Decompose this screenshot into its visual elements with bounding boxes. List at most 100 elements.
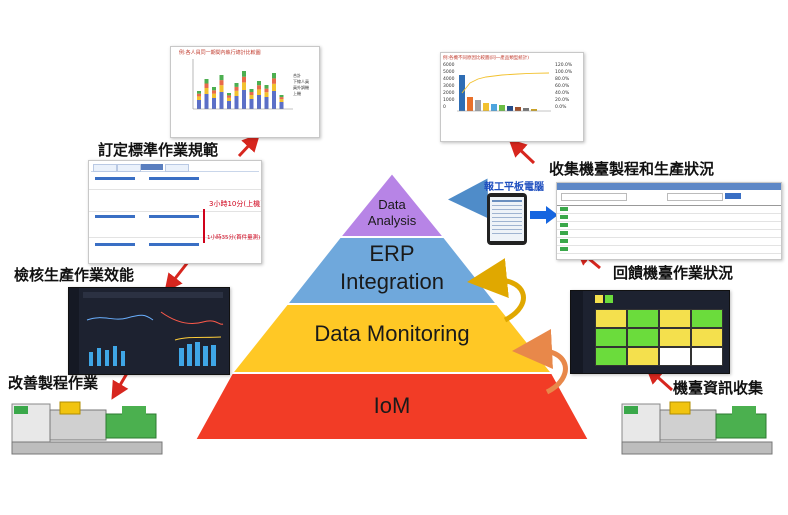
machine-status-cell[interactable] [691, 347, 723, 366]
tick-label: 120.0% [555, 63, 573, 68]
bar-segment [249, 99, 254, 109]
thumb-bar-chart: 例:各人員同一期間內執行總計比較圖 合計 下線人員 員外調機 上機 [170, 46, 320, 138]
dashboard-sidebar [69, 288, 79, 374]
legend-item: 上機 [293, 91, 301, 96]
row-button[interactable] [560, 239, 568, 243]
bar-segment [197, 96, 201, 100]
bar-segment [257, 81, 261, 86]
tablet-arrow [530, 206, 558, 224]
bar-segment [242, 71, 246, 77]
table-date-input[interactable] [667, 193, 723, 201]
row-button[interactable] [560, 247, 568, 251]
bar-segment [264, 85, 269, 89]
machine-status-cell[interactable] [627, 328, 659, 347]
label-erp-integration: ERP Integration [340, 241, 444, 294]
schedule-line [95, 243, 135, 246]
machine-status-cell[interactable] [691, 328, 723, 347]
tab[interactable] [165, 164, 189, 172]
bar-segment [279, 97, 284, 100]
bar-segment [227, 93, 231, 96]
bar-segment [257, 89, 261, 95]
label-feedback-status: 回饋機臺作業狀況 [613, 264, 734, 282]
row-button[interactable] [560, 231, 568, 235]
schedule-line [95, 215, 135, 218]
bar-segment [197, 100, 201, 109]
label-machine-collect: 機臺資訊收集 [673, 379, 764, 397]
row-button[interactable] [560, 223, 568, 227]
tick-label: 0 [443, 105, 446, 110]
bar-segment [249, 89, 254, 92]
tab[interactable] [93, 164, 117, 172]
bar-segment [212, 93, 216, 98]
table-titlebar [557, 183, 781, 190]
curve-arrow-orange [512, 329, 568, 395]
pareto-svg [457, 72, 551, 112]
schedule-tabs [91, 163, 259, 172]
row-button[interactable] [560, 215, 568, 219]
bar-segment [212, 87, 216, 91]
bar-segment [234, 86, 239, 91]
arrow-to-monitor-grid [645, 365, 674, 392]
tab-active[interactable] [141, 164, 163, 170]
machine-status-cell[interactable] [659, 309, 691, 328]
machine-status-cell[interactable] [659, 328, 691, 347]
arrow-to-dashboard [164, 261, 190, 293]
machine-status-cell[interactable] [659, 347, 691, 366]
tick-label: 4000 [443, 77, 455, 82]
legend-item: 合計 [293, 73, 301, 78]
label-data-monitoring: Data Monitoring [314, 321, 470, 346]
bar-segment [249, 95, 254, 99]
table-search-button[interactable] [725, 193, 741, 199]
bar-segment [272, 91, 276, 109]
bar-segment [204, 94, 209, 109]
tablet-screen [490, 197, 524, 241]
bar-segment [272, 73, 276, 79]
arrow-to-pareto [508, 138, 536, 165]
bar-segment [234, 90, 239, 96]
tick-label: 20.0% [555, 98, 570, 103]
machine-status-cell[interactable] [595, 328, 627, 347]
machine-status-cell[interactable] [691, 309, 723, 328]
table-filter-input[interactable] [561, 193, 627, 201]
bar-segment [272, 83, 276, 91]
bar-segment [264, 92, 269, 97]
bar-segment [249, 92, 254, 95]
bar-segment [279, 95, 284, 98]
bar-segment [212, 90, 216, 94]
monitor-grid [595, 309, 725, 367]
row-button[interactable] [560, 207, 568, 211]
dashboard-charts [86, 311, 224, 366]
bar-segment [197, 93, 201, 97]
status-chip [595, 295, 603, 303]
bar-segment [279, 99, 284, 102]
legend-item: 下線人員 [293, 79, 309, 84]
machine-status-cell[interactable] [627, 347, 659, 366]
pareto-y-right: 120.0% 100.0% 80.0% 60.0% 40.0% 20.0% 0.… [555, 62, 572, 111]
tablet-label: 報工平板電腦 [484, 182, 544, 193]
annotation-2: 1小時35分(首件量測) [207, 235, 261, 241]
monitor-sidebar [571, 291, 583, 373]
legend-item: 員外調機 [293, 85, 309, 90]
tab[interactable] [117, 164, 141, 172]
bar-segment [219, 75, 224, 81]
schedule-line [149, 215, 199, 218]
bar-segment [227, 95, 231, 98]
status-chip [605, 295, 613, 303]
bar-segment [272, 78, 276, 84]
layer-iom [193, 372, 591, 441]
machine-status-cell[interactable] [595, 309, 627, 328]
label-data-analysis: Data Analysis [367, 197, 417, 228]
bar-chart-legend: 合計 下線人員 員外調機 上機 [293, 73, 309, 97]
tick-label: 3000 [443, 84, 455, 89]
schedule-line [149, 177, 199, 180]
bar-segment [212, 98, 216, 109]
machine-status-cell[interactable] [627, 309, 659, 328]
schedule-line [149, 243, 199, 246]
bar-chart-bars [197, 71, 284, 109]
tick-label: 6000 [443, 63, 455, 68]
bar-segment [219, 85, 224, 92]
bar-segment [279, 102, 284, 109]
pareto-y-left: 6000 5000 4000 3000 2000 1000 0 [443, 62, 454, 111]
machine-status-cell[interactable] [595, 347, 627, 366]
bar-segment [242, 76, 246, 83]
